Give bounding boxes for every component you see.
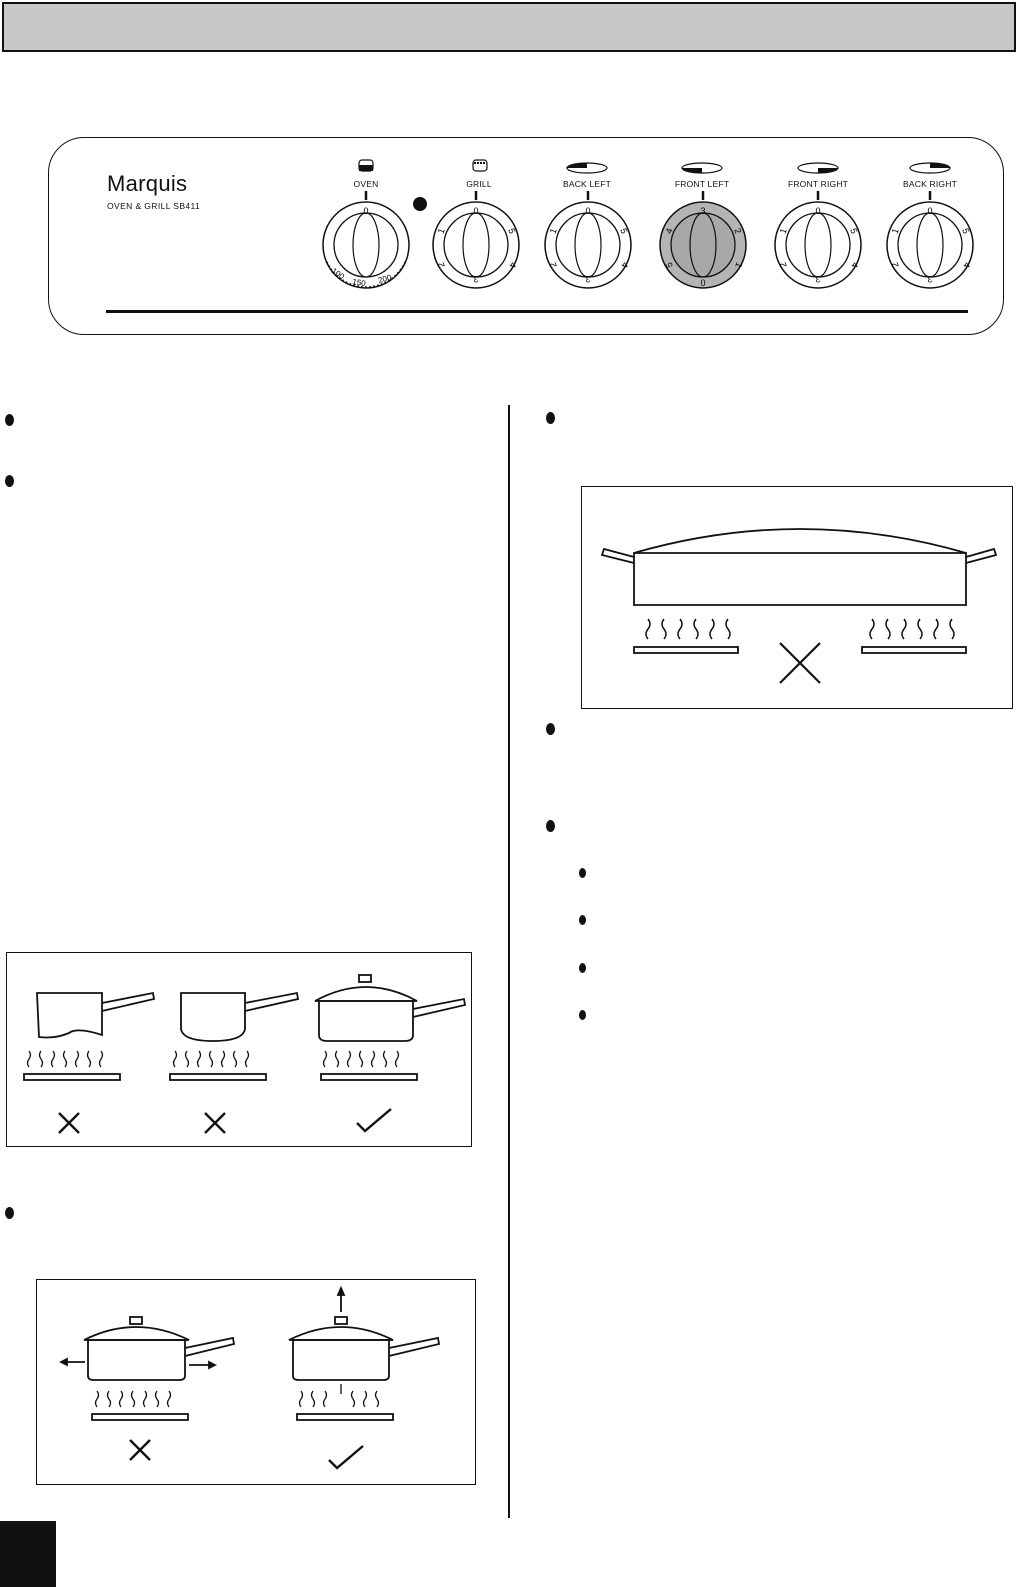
bullet-right-1 bbox=[546, 412, 555, 424]
page-number-tab bbox=[0, 1521, 56, 1587]
bullet-right-2 bbox=[546, 723, 555, 735]
back-right-knob[interactable]: 0 1 2 3 4 5 bbox=[886, 201, 974, 289]
svg-text:4: 4 bbox=[619, 261, 630, 269]
panel-underline bbox=[106, 310, 968, 313]
cross-mark-2 bbox=[204, 1112, 226, 1134]
pan-lid-diagram bbox=[36, 1279, 476, 1485]
tick-mark-2 bbox=[328, 1445, 364, 1470]
bullet-left-2 bbox=[5, 475, 14, 487]
cross-mark-3 bbox=[129, 1439, 151, 1461]
svg-text:1: 1 bbox=[733, 261, 744, 269]
svg-text:1: 1 bbox=[548, 227, 559, 235]
svg-text:4: 4 bbox=[664, 227, 675, 235]
svg-text:4: 4 bbox=[961, 261, 972, 269]
svg-text:2: 2 bbox=[778, 261, 789, 269]
front-left-knob[interactable]: 3 4 5 0 1 2 bbox=[659, 201, 747, 289]
front-right-knob[interactable]: 0 1 2 3 4 5 bbox=[774, 201, 862, 289]
cross-mark-1 bbox=[58, 1112, 80, 1134]
knob-label-front-left: FRONT LEFT bbox=[674, 179, 730, 189]
svg-text:150: 150 bbox=[352, 277, 367, 288]
knob-label-grill: GRILL bbox=[466, 179, 492, 189]
svg-text:4: 4 bbox=[849, 261, 860, 269]
knob-label-oven: OVEN bbox=[353, 179, 379, 189]
knob-label-back-right: BACK RIGHT bbox=[903, 179, 957, 189]
svg-text:0: 0 bbox=[473, 206, 478, 216]
column-divider bbox=[508, 405, 510, 1518]
convex-pan bbox=[180, 992, 246, 1042]
svg-text:4: 4 bbox=[507, 261, 518, 269]
model-name: OVEN & GRILL SB411 bbox=[107, 201, 201, 211]
bullet-left-1 bbox=[5, 414, 14, 426]
svg-text:3: 3 bbox=[473, 274, 478, 284]
cross-mark-4 bbox=[779, 642, 821, 684]
svg-text:1: 1 bbox=[778, 227, 789, 235]
large-pan-illustration bbox=[600, 528, 998, 684]
knob-label-back-left: BACK LEFT bbox=[562, 179, 612, 189]
sub-bullet-4 bbox=[579, 1010, 586, 1020]
svg-text:1: 1 bbox=[890, 227, 901, 235]
svg-text:0: 0 bbox=[585, 206, 590, 216]
svg-text:3: 3 bbox=[815, 274, 820, 284]
svg-text:2: 2 bbox=[732, 227, 743, 235]
bullet-left-3 bbox=[5, 1207, 14, 1219]
grill-symbol-icon bbox=[472, 159, 488, 172]
svg-text:3: 3 bbox=[927, 274, 932, 284]
svg-text:0: 0 bbox=[363, 206, 368, 216]
tick-mark-1 bbox=[356, 1108, 392, 1133]
grill-knob[interactable]: 0 1 2 3 4 5 bbox=[432, 201, 520, 289]
oven-symbol-icon bbox=[358, 159, 374, 172]
back-left-knob[interactable]: 0 1 2 3 4 5 bbox=[544, 201, 632, 289]
indicator-light bbox=[413, 197, 427, 211]
svg-text:0: 0 bbox=[700, 278, 705, 288]
pan-lid-illustration bbox=[58, 1285, 441, 1470]
svg-text:200: 200 bbox=[377, 273, 393, 285]
svg-text:5: 5 bbox=[506, 227, 517, 235]
svg-text:5: 5 bbox=[664, 261, 675, 269]
svg-text:1: 1 bbox=[436, 227, 447, 235]
brand-name: Marquis bbox=[107, 171, 188, 196]
svg-text:3: 3 bbox=[700, 206, 705, 216]
knob-row: 0 100 150 200 0 1 2 3 4 5 0 1 2 3 4 5 3 … bbox=[322, 159, 974, 289]
flat-pan bbox=[318, 1000, 414, 1042]
svg-text:3: 3 bbox=[585, 274, 590, 284]
hob-front-right-icon bbox=[797, 162, 839, 174]
svg-text:2: 2 bbox=[890, 261, 901, 269]
svg-text:5: 5 bbox=[618, 227, 629, 235]
svg-text:5: 5 bbox=[960, 227, 971, 235]
pan-shapes-diagram bbox=[6, 952, 472, 1147]
oven-knob[interactable]: 0 100 150 200 bbox=[322, 201, 410, 289]
warped-pan-1 bbox=[36, 992, 103, 1039]
svg-text:0: 0 bbox=[927, 206, 932, 216]
bullet-right-3 bbox=[546, 820, 555, 832]
sub-bullet-3 bbox=[579, 963, 586, 973]
pan-shapes-illustration bbox=[23, 974, 467, 1134]
svg-text:2: 2 bbox=[548, 261, 559, 269]
knob-label-front-right: FRONT RIGHT bbox=[787, 179, 849, 189]
header-bar bbox=[2, 2, 1016, 52]
hob-back-right-icon bbox=[909, 162, 951, 174]
svg-text:0: 0 bbox=[815, 206, 820, 216]
sub-bullet-2 bbox=[579, 915, 586, 925]
svg-text:5: 5 bbox=[848, 227, 859, 235]
hob-back-left-icon bbox=[566, 162, 608, 174]
large-pan-diagram bbox=[581, 486, 1013, 709]
sub-bullet-1 bbox=[579, 868, 586, 878]
svg-text:2: 2 bbox=[436, 261, 447, 269]
hob-front-left-icon bbox=[681, 162, 723, 174]
